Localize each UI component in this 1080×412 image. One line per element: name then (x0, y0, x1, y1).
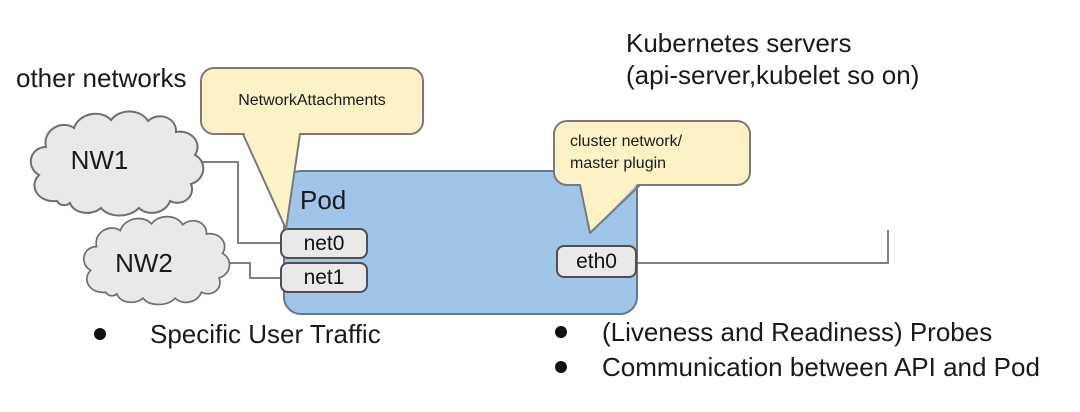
bullet-api-pod-communication-text: Communication between API and Pod (602, 352, 1040, 382)
callout-cluster-network: cluster network/ master plugin (553, 120, 751, 186)
bullet-specific-user-traffic-text: Specific User Traffic (150, 319, 381, 349)
kubernetes-servers-line1: Kubernetes servers (626, 28, 852, 58)
kubernetes-servers-label: Kubernetes servers (api-server,kubelet s… (626, 27, 919, 91)
connector-nw2-net1 (222, 262, 282, 279)
connector-nw1-net0 (198, 161, 282, 244)
cloud-nw2-label: NW2 (115, 248, 173, 278)
callout-network-attachments-text: NetworkAttachments (238, 92, 386, 109)
callout-cluster-network-line2: master plugin (570, 155, 667, 172)
interface-net0-label: net0 (303, 231, 345, 255)
kubernetes-servers-line2: (api-server,kubelet so on) (626, 60, 920, 90)
interface-net1: net1 (280, 262, 368, 293)
interface-net0: net0 (280, 228, 368, 259)
cloud-nw1-label: NW1 (70, 145, 129, 175)
interface-net1-label: net1 (303, 265, 345, 289)
connector-eth0-servers (637, 230, 889, 264)
interface-eth0: eth0 (556, 245, 637, 278)
other-networks-label: other networks (16, 63, 187, 93)
callout-cluster-network-line1: cluster network/ (570, 133, 683, 150)
bullet-probes: (Liveness and Readiness) Probes (555, 317, 992, 348)
bullet-api-pod-communication: Communication between API and Pod (555, 352, 1040, 383)
pod-title: Pod (300, 185, 347, 215)
bullet-dot (94, 328, 106, 340)
bullet-probes-text: (Liveness and Readiness) Probes (602, 317, 993, 347)
bullet-specific-user-traffic: Specific User Traffic (94, 319, 381, 350)
interface-eth0-label: eth0 (576, 249, 617, 273)
callout-network-attachments: NetworkAttachments (200, 67, 424, 135)
bullet-dot (555, 361, 567, 373)
bullet-dot (555, 326, 567, 338)
